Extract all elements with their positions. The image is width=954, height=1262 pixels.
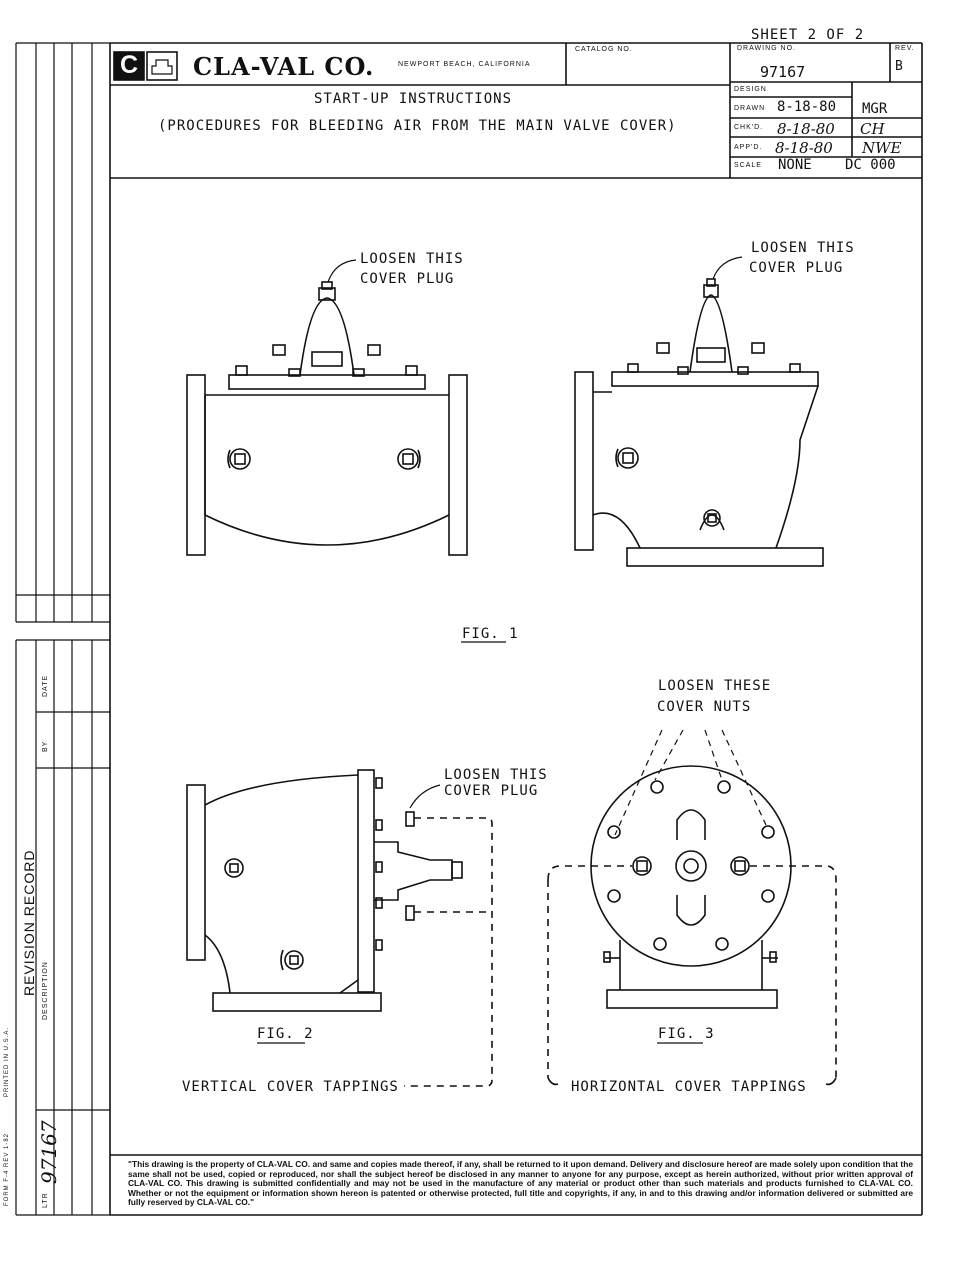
revision-col-date: DATE — [42, 674, 49, 697]
revision-record-frame — [15, 639, 110, 1216]
scale-label: SCALE — [734, 162, 762, 169]
title-line-1: START-UP INSTRUCTIONS — [314, 91, 513, 107]
fig3-note-line1: LOOSEN THESE — [658, 678, 772, 694]
valve-icon — [151, 59, 173, 75]
revision-col-ltr: LTR — [42, 1192, 49, 1208]
fig1-left-note-line1: LOOSEN THIS — [360, 251, 464, 267]
dc-number: DC 000 — [845, 157, 896, 173]
logo-mark — [113, 51, 145, 81]
revision-ltr-value: 97167 — [37, 1120, 61, 1184]
checked-by: CH — [860, 120, 885, 138]
left-margin-upper — [15, 42, 110, 623]
drawing-no-label: DRAWING NO. — [737, 45, 796, 52]
form-note: FORM F-4 REV 1-82 — [4, 1132, 10, 1206]
approved-by: NWE — [862, 139, 902, 157]
drawn-date: 8-18-80 — [777, 99, 837, 115]
footer-disclaimer: "This drawing is the property of CLA-VAL… — [128, 1159, 913, 1208]
sheet-border — [109, 42, 923, 1216]
fig1-label: FIG. 1 — [462, 626, 519, 642]
printed-note: PRINTED IN U.S.A. — [4, 1026, 10, 1097]
sheet-number: SHEET 2 OF 2 — [751, 27, 865, 43]
fig2-note-line1: LOOSEN THIS — [444, 767, 548, 783]
fig2-note-line2: COVER PLUG — [444, 783, 539, 799]
logo-valve-box — [146, 51, 178, 81]
revision-col-description: DESCRIPTION — [42, 961, 49, 1020]
checked-label: CHK'D. — [734, 124, 764, 131]
rev-label: REV. — [895, 45, 915, 52]
fig3-note-line2: COVER NUTS — [657, 699, 752, 715]
company-name: CLA-VAL CO. — [193, 52, 375, 81]
revision-record-title: REVISION RECORD — [21, 849, 37, 996]
fig1-right-valve — [574, 256, 824, 567]
scale-value: NONE — [778, 157, 812, 173]
fig3-valve — [547, 729, 837, 1086]
approved-label: APP'D. — [734, 144, 763, 151]
approved-date: 8-18-80 — [775, 139, 833, 157]
fig2-caption: VERTICAL COVER TAPPINGS — [182, 1079, 399, 1095]
catalog-label: CATALOG NO. — [575, 46, 633, 53]
drawn-label: DRAWN — [734, 105, 766, 112]
logo-letter: C — [119, 51, 139, 79]
fig3-label: FIG. 3 — [658, 1026, 715, 1042]
fig1-right-note-line2: COVER PLUG — [749, 260, 844, 276]
company-location: NEWPORT BEACH, CALIFORNIA — [398, 61, 531, 68]
drawn-by: MGR — [862, 101, 888, 117]
fig3-caption: HORIZONTAL COVER TAPPINGS — [571, 1079, 807, 1095]
fig2-valve — [186, 769, 493, 1087]
fig1-left-valve — [186, 259, 468, 556]
drawing-number: 97167 — [760, 63, 806, 81]
fig1-left-note-line2: COVER PLUG — [360, 271, 455, 287]
title-line-2: (PROCEDURES FOR BLEEDING AIR FROM THE MA… — [158, 118, 677, 134]
fig1-right-note-line1: LOOSEN THIS — [751, 240, 855, 256]
design-label: DESIGN — [734, 86, 767, 93]
checked-date: 8-18-80 — [777, 120, 835, 138]
revision-letter: B — [895, 59, 903, 74]
revision-col-by: BY — [42, 740, 49, 752]
fig2-label: FIG. 2 — [257, 1026, 314, 1042]
